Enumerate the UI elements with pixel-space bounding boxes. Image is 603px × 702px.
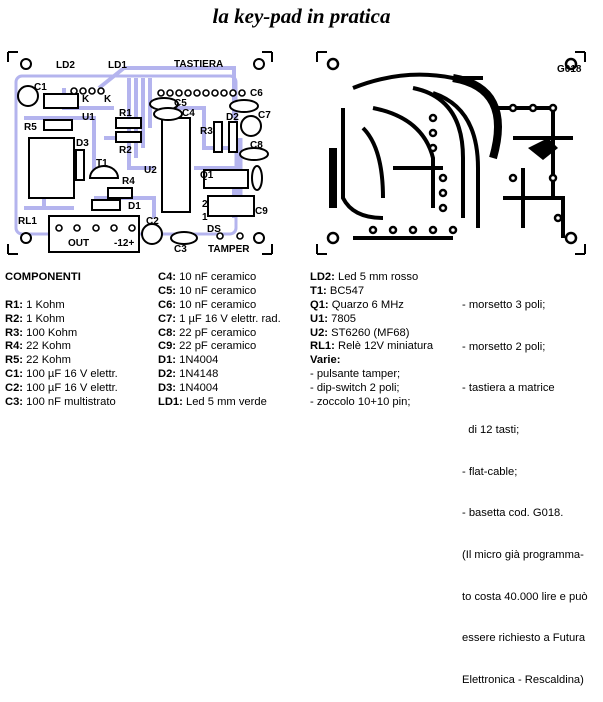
varie-item: - dip-switch 2 poli; — [310, 382, 400, 395]
label-r4: R4 — [122, 176, 135, 187]
label-d1: D1 — [128, 201, 141, 212]
label-tamper: TAMPER — [208, 244, 250, 255]
label-c3: C3 — [174, 244, 187, 255]
component-item: C1: 100 µF 16 V elettr. — [5, 368, 118, 381]
component-item: RL1: Relè 12V miniatura — [310, 340, 434, 353]
varie-item: - tastiera a matrice — [462, 382, 555, 395]
component-item: R2: 1 Kohm — [5, 312, 65, 325]
component-item: R3: 100 Kohm — [5, 326, 78, 339]
varie-heading: Varie: — [310, 354, 341, 367]
label-k2: K — [104, 94, 112, 105]
label-r5: R5 — [24, 122, 37, 133]
components-column-3: LD2: Led 5 mm rosso T1: BC547 Q1: Quarzo… — [310, 271, 433, 410]
varie-item: - basetta cod. G018. — [462, 507, 564, 520]
component-item: C3: 100 nF multistrato — [5, 396, 116, 409]
component-item: D1: 1N4004 — [158, 354, 219, 367]
component-item: C8: 22 pF ceramico — [158, 326, 257, 339]
label-ld1: LD1 — [108, 60, 127, 71]
component-item: LD2: Led 5 mm rosso — [310, 271, 419, 283]
label-ds-2: 2 — [202, 199, 208, 210]
component-item: T1: BC547 — [310, 284, 365, 297]
label-d2: D2 — [226, 112, 239, 123]
label-t1: T1 — [96, 158, 108, 169]
label-ld2: LD2 — [56, 60, 75, 71]
page-title: la key-pad in pratica — [212, 4, 391, 28]
label-c4: C4 — [182, 108, 195, 119]
component-item: C9: 22 pF ceramico — [158, 340, 257, 353]
note-line: Elettronica - Rescaldina) — [462, 674, 584, 687]
label-c6: C6 — [250, 88, 263, 99]
component-item: R1: 1 Kohm — [5, 298, 65, 311]
component-item: LD1: Led 5 mm verde — [158, 396, 267, 409]
varie-item: - morsetto 2 poli; — [462, 340, 546, 353]
note-line: (Il micro già programma- — [462, 549, 584, 562]
label-u1: U1 — [82, 112, 95, 123]
component-item: R5: 22 Kohm — [5, 354, 71, 367]
label-d3: D3 — [76, 138, 89, 149]
label-c8: C8 — [250, 140, 263, 151]
components-heading: COMPONENTI — [5, 271, 81, 283]
label-rl1: RL1 — [18, 216, 37, 227]
label-k1: K — [82, 94, 90, 105]
note-line: to costa 40.000 lire e può — [462, 590, 588, 603]
label-ds: DS — [207, 224, 221, 235]
label-c7: C7 — [258, 110, 271, 121]
label-u2: U2 — [144, 165, 157, 176]
component-item: U1: 7805 — [310, 312, 357, 325]
component-item: C4: 10 nF ceramico — [158, 271, 257, 283]
label-ds-1: 1 — [202, 212, 208, 223]
label-q1: Q1 — [200, 170, 214, 181]
component-item: U2: ST6260 (MF68) — [310, 326, 410, 339]
note-line: essere richiesto a Futura — [462, 632, 586, 645]
varie-item: - zoccolo 10+10 pin; — [310, 396, 411, 409]
components-column-1: COMPONENTI R1: 1 Kohm R2: 1 Kohm R3: 100… — [5, 271, 118, 410]
label-tastiera: TASTIERA — [174, 59, 223, 70]
varie-item: di 12 tasti; — [462, 423, 520, 436]
component-item: C6: 10 nF ceramico — [158, 298, 257, 311]
board-code: G018 — [557, 64, 582, 75]
label-c1: C1 — [34, 82, 47, 93]
component-item: Q1: Quarzo 6 MHz — [310, 298, 404, 311]
pcb-copper-layout: G018 — [316, 51, 586, 255]
label-c9: C9 — [255, 206, 268, 217]
component-item: C5: 10 nF ceramico — [158, 284, 257, 297]
component-item: D3: 1N4004 — [158, 382, 219, 395]
components-column-2: C4: 10 nF ceramico C5: 10 nF ceramico C6… — [158, 271, 281, 410]
label-c5: C5 — [174, 98, 187, 109]
component-item: C2: 100 µF 16 V elettr. — [5, 382, 118, 395]
pcb-component-layout: LD2 LD1 TASTIERA C1 K K U1 R5 R1 R2 C5 C… — [7, 51, 273, 255]
varie-item: - morsetto 3 poli; — [462, 298, 546, 311]
components-column-4: - morsetto 3 poli; - morsetto 2 poli; - … — [462, 271, 588, 702]
component-item: D2: 1N4148 — [158, 368, 219, 381]
label-supply: -12+ — [114, 238, 134, 249]
label-out: OUT — [68, 238, 89, 249]
varie-item: - pulsante tamper; — [310, 368, 401, 381]
component-item: C7: 1 µF 16 V elettr. rad. — [158, 312, 281, 325]
label-r1: R1 — [119, 108, 132, 119]
label-r3: R3 — [200, 126, 213, 137]
component-item: R4: 22 Kohm — [5, 340, 71, 353]
varie-item: - flat-cable; — [462, 465, 518, 478]
label-c2: C2 — [146, 216, 159, 227]
label-r2: R2 — [119, 145, 132, 156]
